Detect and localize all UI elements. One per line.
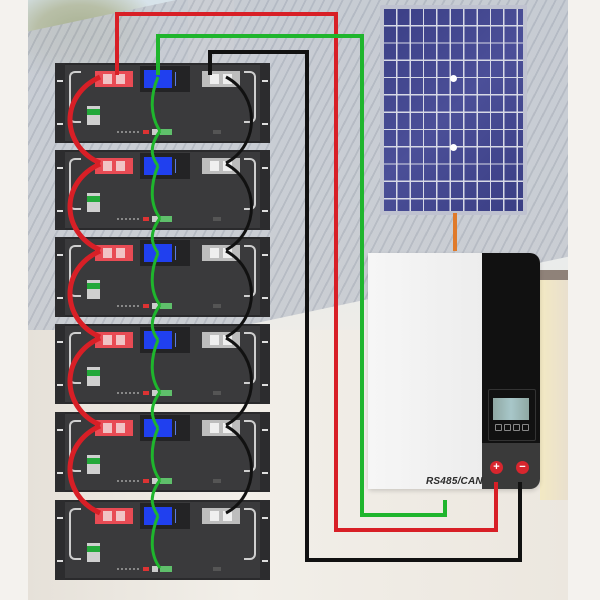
negative-terminal-icon: −	[516, 461, 529, 474]
battery-handle	[69, 245, 81, 297]
negative-terminal-block	[202, 158, 240, 174]
battery-handle	[244, 420, 256, 472]
breaker-switch	[87, 193, 100, 212]
comm-ports	[117, 478, 221, 484]
battery-display	[140, 415, 190, 441]
positive-terminal-block	[95, 245, 133, 261]
breaker-switch	[87, 106, 100, 125]
comm-port-label: RS485/CAN	[426, 476, 483, 487]
inverter-lcd	[493, 398, 529, 420]
battery-handle	[69, 71, 81, 123]
positive-terminal-block	[95, 508, 133, 524]
inverter-face-panel	[482, 253, 540, 443]
solar-panel	[380, 5, 527, 215]
battery-module-6	[55, 500, 270, 580]
battery-handle	[244, 332, 256, 384]
positive-terminal-block	[95, 158, 133, 174]
comm-ports	[117, 390, 221, 396]
battery-handle	[244, 508, 256, 560]
battery-display	[140, 153, 190, 179]
positive-terminal-block	[95, 420, 133, 436]
battery-module-5	[55, 412, 270, 492]
battery-handle	[69, 158, 81, 210]
battery-module-2	[55, 150, 270, 230]
battery-handle	[244, 245, 256, 297]
comm-ports	[117, 566, 221, 572]
inverter-display	[488, 389, 536, 441]
battery-handle	[244, 158, 256, 210]
window-frame	[540, 270, 568, 500]
battery-display	[140, 240, 190, 266]
breaker-switch	[87, 367, 100, 386]
comm-ports	[117, 216, 221, 222]
battery-module-4	[55, 324, 270, 404]
positive-terminal-block	[95, 71, 133, 87]
battery-handle	[69, 332, 81, 384]
positive-terminal-icon: +	[490, 461, 503, 474]
comm-ports	[117, 303, 221, 309]
negative-terminal-block	[202, 508, 240, 524]
negative-terminal-block	[202, 245, 240, 261]
solar-cells	[384, 9, 523, 211]
battery-handle	[244, 71, 256, 123]
breaker-switch	[87, 543, 100, 562]
inverter-body	[368, 253, 482, 489]
battery-handle	[69, 508, 81, 560]
positive-terminal-block	[95, 332, 133, 348]
panel-mount-point	[450, 144, 457, 151]
battery-handle	[69, 420, 81, 472]
battery-display	[140, 66, 190, 92]
breaker-switch	[87, 455, 100, 474]
battery-display	[140, 503, 190, 529]
hybrid-inverter: RS485/CAN + −	[368, 253, 540, 489]
battery-module-3	[55, 237, 270, 317]
battery-module-1	[55, 63, 270, 143]
battery-display	[140, 327, 190, 353]
pv-cable	[453, 213, 457, 251]
inverter-buttons	[495, 424, 529, 432]
negative-terminal-block	[202, 420, 240, 436]
breaker-switch	[87, 280, 100, 299]
panel-mount-point	[450, 75, 457, 82]
negative-terminal-block	[202, 71, 240, 87]
comm-ports	[117, 129, 221, 135]
negative-terminal-block	[202, 332, 240, 348]
